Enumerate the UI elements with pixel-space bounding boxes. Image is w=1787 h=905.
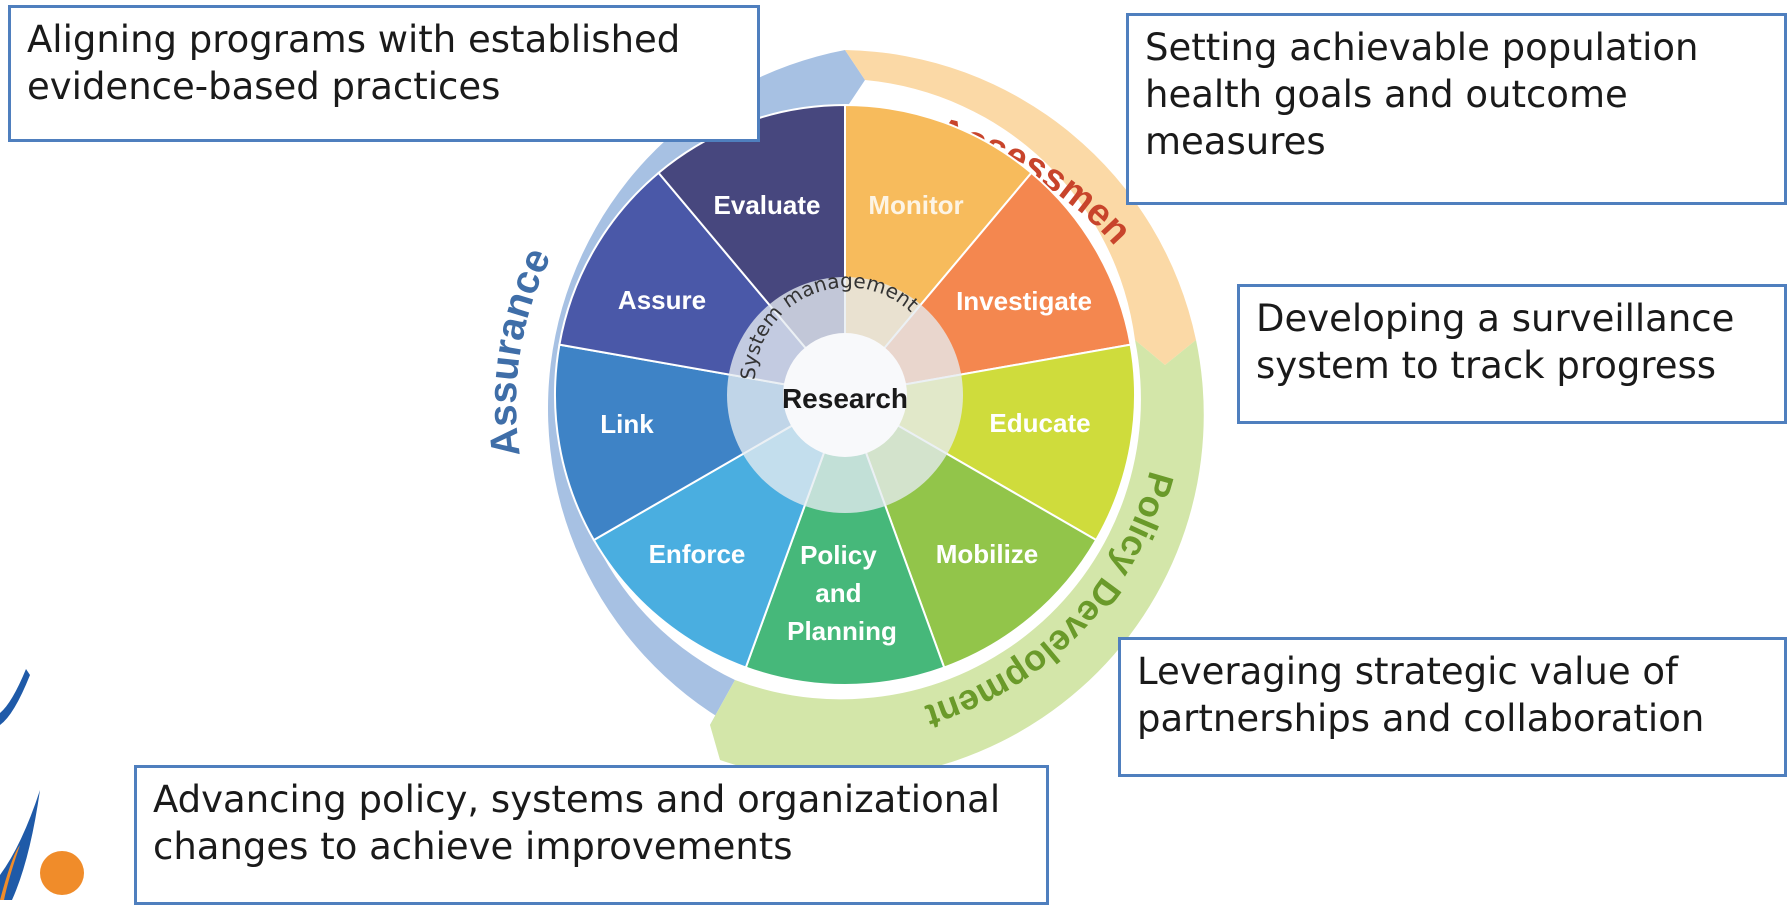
callout-leveraging-line2: partnerships and collaboration <box>1137 697 1705 740</box>
wheel-segments <box>554 103 1136 686</box>
callout-setting-goals: Setting achievable population health goa… <box>1126 13 1787 205</box>
segment-label-assure: Assure <box>618 285 706 315</box>
callout-developing-line1: Developing a surveillance <box>1256 297 1735 340</box>
callout-aligning-line1: Aligning programs with established <box>27 18 681 61</box>
segment-labels: Monitor Investigate Educate Mobilize Pol… <box>600 190 1092 646</box>
callout-developing-surveillance: Developing a surveillance system to trac… <box>1237 284 1787 424</box>
callout-setting-line2: health goals and outcome <box>1145 73 1628 116</box>
callout-setting-line1: Setting achievable population <box>1145 26 1699 69</box>
segment-label-link: Link <box>600 409 654 439</box>
person-swoosh-logo-icon <box>0 669 84 900</box>
callout-leveraging-line1: Leveraging strategic value of <box>1137 650 1679 693</box>
callout-leveraging-partnerships: Leveraging strategic value of partnershi… <box>1118 637 1787 777</box>
research-label: Research <box>782 383 908 414</box>
assurance-arc-label: Assurance <box>481 241 559 459</box>
segment-label-educate: Educate <box>989 408 1090 438</box>
segment-label-evaluate: Evaluate <box>714 190 821 220</box>
policy-development-arc <box>710 340 1204 780</box>
assessment-arc <box>845 50 1196 365</box>
segment-policy-and-planning <box>744 392 946 686</box>
segment-label-investigate: Investigate <box>956 286 1092 316</box>
callout-aligning-programs: Aligning programs with established evide… <box>8 5 760 142</box>
callout-advancing-line1: Advancing policy, systems and organizati… <box>153 778 1001 821</box>
callout-aligning-line2: evidence-based practices <box>27 65 501 108</box>
segment-label-mobilize: Mobilize <box>936 539 1039 569</box>
callout-developing-line2: system to track progress <box>1256 344 1717 387</box>
segment-label-policy-and-planning: Policy and Planning <box>787 540 897 646</box>
segment-label-monitor: Monitor <box>868 190 963 220</box>
research-center <box>783 333 907 457</box>
callout-advancing-line2: changes to achieve improvements <box>153 825 793 868</box>
callout-setting-line3: measures <box>1145 120 1326 163</box>
segment-label-enforce: Enforce <box>649 539 746 569</box>
callout-advancing-policy: Advancing policy, systems and organizati… <box>134 765 1049 905</box>
